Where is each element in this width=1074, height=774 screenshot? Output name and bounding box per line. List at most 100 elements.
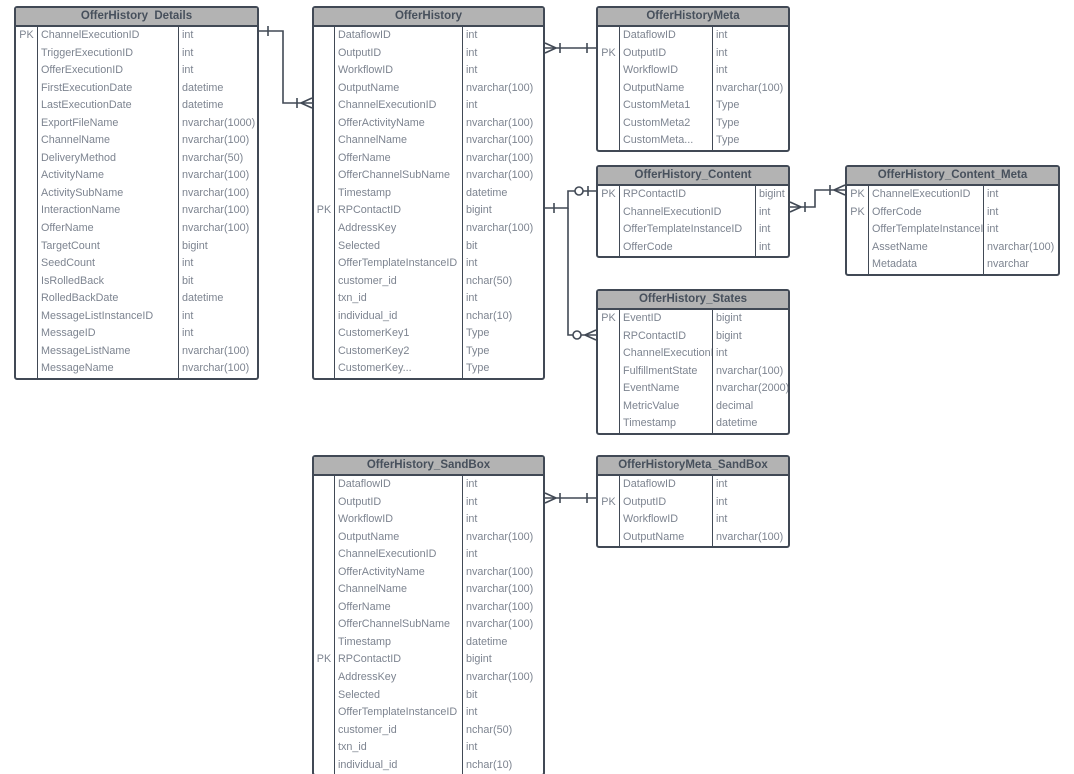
pk-marker — [314, 80, 334, 98]
field-type: datetime — [466, 186, 508, 199]
table-title[interactable]: OfferHistory_Content — [598, 167, 788, 186]
relationship-offerhistory-to-meta[interactable] — [544, 42, 596, 54]
field-name: ChannelExecutionID — [623, 205, 722, 218]
pk-marker — [314, 669, 334, 687]
pk-marker — [314, 132, 334, 150]
field-type: nvarchar(100) — [182, 169, 250, 182]
pk-marker — [598, 97, 619, 115]
field-type: nvarchar(100) — [466, 81, 534, 94]
field-name: ChannelExecutionID — [623, 347, 712, 360]
relationship-offerhistory-to-states[interactable] — [567, 208, 597, 341]
field-type: nvarchar(100) — [716, 530, 784, 543]
pk-marker — [598, 80, 619, 98]
field-name: SeedCount — [41, 257, 96, 270]
field-type: int — [759, 205, 771, 218]
field-type: nvarchar(100) — [466, 151, 534, 164]
field-type: nchar(50) — [466, 274, 513, 287]
field-type: int — [466, 706, 478, 719]
field-name: txn_id — [338, 741, 367, 754]
field-type: int — [466, 513, 478, 526]
field-type: int — [466, 46, 478, 59]
field-name: RPContactID — [338, 653, 402, 666]
field-name: WorkflowID — [623, 513, 678, 526]
field-name: OfferChannelSubName — [338, 169, 451, 182]
pk-marker — [314, 360, 334, 378]
field-name: ChannelExecutionID — [338, 99, 437, 112]
field-type: datetime — [182, 81, 224, 94]
pk-marker — [314, 255, 334, 273]
table-title[interactable]: OfferHistory_States — [598, 291, 788, 310]
pk-marker — [314, 167, 334, 185]
pk-marker — [16, 308, 37, 326]
pk-column: PK — [598, 27, 620, 150]
field-name: Selected — [338, 239, 381, 252]
pk-marker — [598, 363, 619, 381]
field-type: bigint — [466, 204, 492, 217]
pk-marker — [16, 290, 37, 308]
field-type: int — [182, 327, 194, 340]
field-type: nchar(10) — [466, 758, 513, 771]
relationship-sandbox-to-meta-sandbox[interactable] — [544, 492, 596, 504]
pk-marker — [16, 45, 37, 63]
field-type: Type — [716, 116, 740, 129]
table-title[interactable]: OfferHistory — [314, 8, 543, 27]
table-title[interactable]: OfferHistory Details — [16, 8, 257, 27]
pk-marker — [314, 27, 334, 45]
field-type: nvarchar(100) — [466, 671, 534, 684]
relationship-content-to-content-meta[interactable] — [789, 184, 846, 213]
pk-marker — [598, 476, 619, 494]
pk-marker — [314, 325, 334, 343]
field-name: OutputID — [623, 495, 667, 508]
table-title[interactable]: OfferHistoryMeta — [598, 8, 788, 27]
field-name: RPContactID — [338, 204, 402, 217]
pk-marker — [16, 80, 37, 98]
field-name: WorkflowID — [338, 64, 393, 77]
relationship-offerhistory-to-content[interactable] — [545, 186, 596, 213]
field-name: customer_id — [338, 274, 397, 287]
field-name: OfferName — [338, 600, 391, 613]
table-title[interactable]: OfferHistoryMeta_SandBox — [598, 457, 788, 476]
pk-marker — [598, 529, 619, 547]
field-name: OfferExecutionID — [41, 64, 124, 77]
field-name: Timestamp — [623, 417, 676, 430]
field-name: RPContactID — [623, 329, 687, 342]
pk-marker — [16, 255, 37, 273]
field-name: FulfillmentState — [623, 364, 698, 377]
pk-marker: PK — [316, 204, 332, 217]
pk-marker — [16, 325, 37, 343]
relationship-details-to-offerhistory[interactable] — [259, 26, 313, 109]
field-name: MessageID — [41, 327, 96, 340]
pk-marker — [16, 115, 37, 133]
field-name: OfferName — [338, 151, 391, 164]
table-title[interactable]: OfferHistory_SandBox — [314, 457, 543, 476]
pk-marker — [847, 239, 868, 257]
field-name: InteractionName — [41, 204, 121, 217]
field-name: OfferCode — [872, 205, 922, 218]
field-type: nvarchar(100) — [182, 134, 250, 147]
pk-marker — [16, 343, 37, 361]
field-name: OutputName — [338, 81, 400, 94]
pk-marker — [16, 273, 37, 291]
field-type: nvarchar(50) — [182, 151, 244, 164]
table-title[interactable]: OfferHistory_Content_Meta — [847, 167, 1058, 186]
field-name: MessageListInstanceID — [41, 309, 154, 322]
field-type: int — [182, 46, 194, 59]
pk-marker — [598, 62, 619, 80]
